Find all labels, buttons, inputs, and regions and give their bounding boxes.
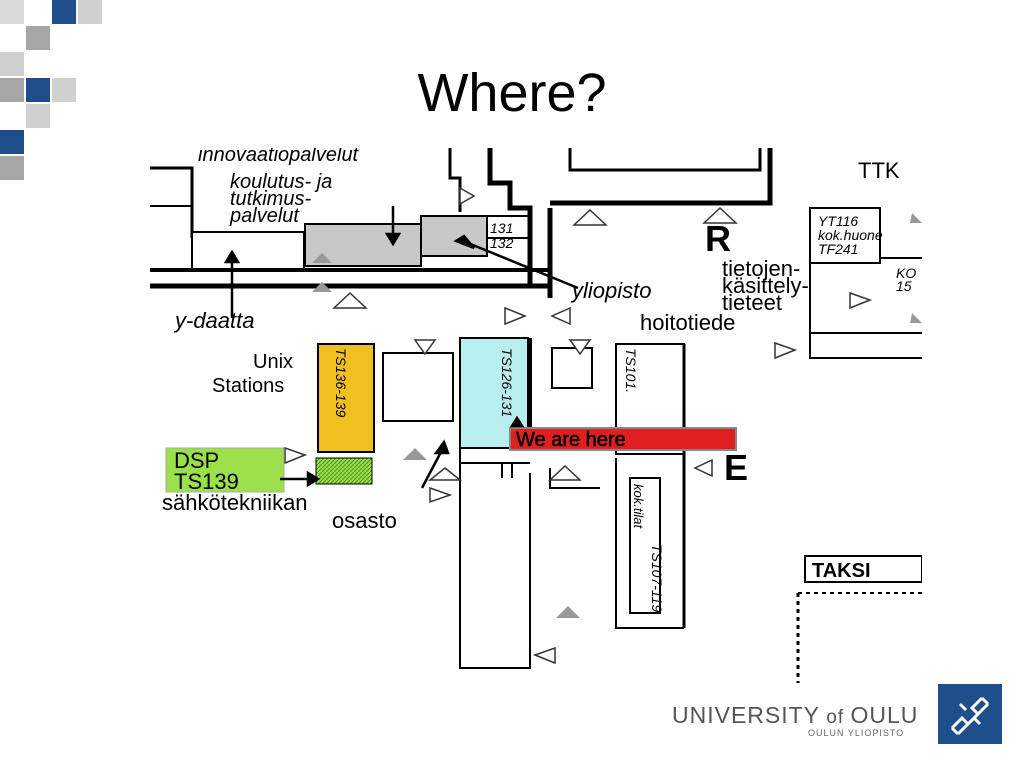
- label-innovaatiopalvelut: innovaatiopalvelut: [198, 148, 360, 166]
- label-ts126: TS126-131: [499, 348, 515, 417]
- label-stations: Stations: [212, 375, 284, 397]
- university-oulu-logo-icon: [938, 684, 1002, 744]
- label-hoitotiede: hoitotiede: [640, 310, 735, 335]
- label-dsp: DSP: [174, 448, 219, 473]
- slide-title: Where?: [417, 63, 607, 123]
- label-ko-15: 15: [896, 278, 912, 294]
- label-room-131: 131: [490, 220, 513, 236]
- label-we-are-here: We are here: [516, 429, 626, 451]
- label-room-132: 132: [490, 235, 514, 251]
- label-unix: Unix: [253, 351, 293, 373]
- label-sahkotekniikan: sähkötekniikan: [162, 490, 308, 515]
- label-kok-tilat: kok.tilat: [631, 484, 646, 529]
- label-y-daatta: y-daatta: [173, 308, 255, 333]
- label-kok-huone: kok.huone: [818, 227, 883, 243]
- label-r-block: R: [705, 218, 731, 259]
- map-triangle-markers: [284, 186, 873, 665]
- label-tietojen: tietojen-: [722, 256, 800, 281]
- dsp-label-box: [165, 447, 285, 493]
- label-ts101: TS101.: [623, 348, 639, 393]
- label-yliopisto: yliopisto: [570, 278, 651, 303]
- label-ts107: TS107-119: [649, 544, 665, 612]
- label-ttk: TTK: [858, 158, 900, 183]
- label-e-block: E: [724, 447, 748, 488]
- label-tf241: TF241: [818, 241, 858, 257]
- label-kasittely: käsittely-: [722, 273, 809, 298]
- label-koulutus-2: tutkimus-: [230, 188, 311, 210]
- university-subtitle: OULUN YLIOPISTO: [808, 728, 905, 738]
- campus-map: innovaatiopalvelut koulutus- ja tutkimus…: [150, 148, 922, 683]
- label-ts139: TS139: [174, 469, 239, 494]
- label-taksi: TAKSI: [812, 560, 871, 582]
- map-gray-markers: [312, 213, 922, 618]
- label-koulutus-3: palvelut: [229, 205, 300, 227]
- corner-decoration: [0, 0, 102, 180]
- map-walls: [150, 148, 922, 683]
- we-are-here-marker: [509, 427, 737, 451]
- label-ts136: TS136-139: [333, 348, 349, 417]
- label-osasto: osasto: [332, 508, 397, 533]
- label-tieteet: tieteet: [722, 290, 782, 315]
- label-ko: KO: [896, 265, 916, 281]
- university-wordmark: UNIVERSITY of OULU: [672, 702, 919, 728]
- label-koulutus-1: koulutus- ja: [230, 171, 332, 193]
- map-arrows: [223, 206, 579, 489]
- label-yt116: YT116: [818, 213, 858, 229]
